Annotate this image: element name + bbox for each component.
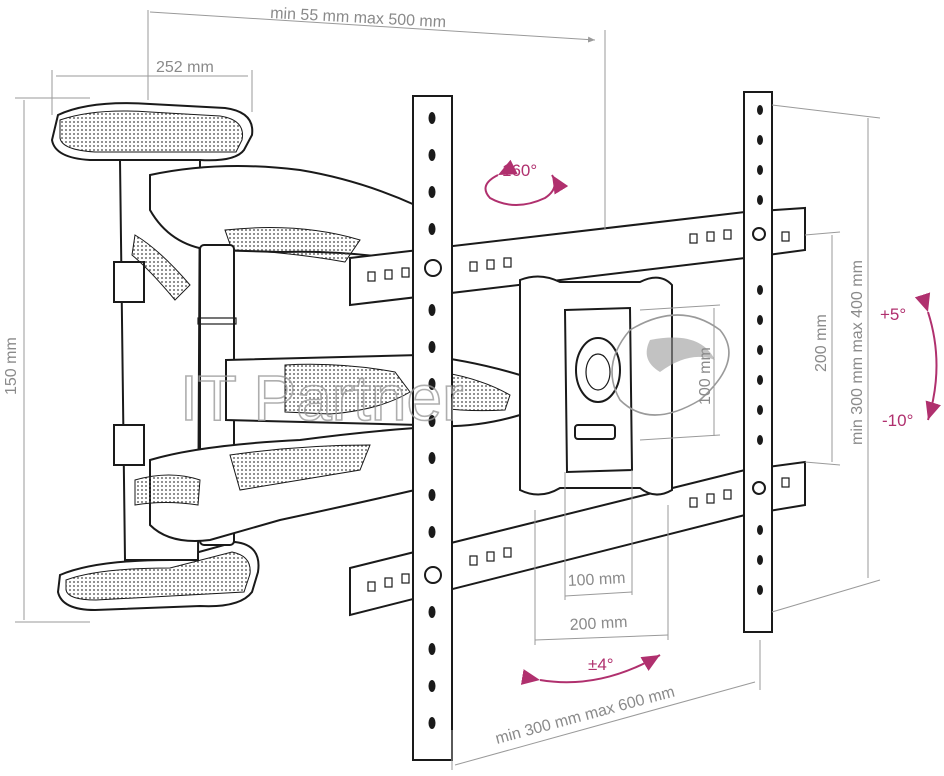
dim-vesa-medium-right: 200 mm — [813, 314, 830, 372]
angle-rotation: ±4° — [588, 655, 614, 674]
dimension-lines — [15, 10, 881, 770]
mount-arm-assembly — [50, 102, 521, 612]
tv-bracket — [349, 91, 806, 761]
dim-horizontal-range: min 300 mm max 600 mm — [494, 684, 677, 748]
watermark: IT Partner — [179, 314, 730, 435]
dim-vesa-small-bottom: 100 mm — [567, 570, 626, 590]
swivel-arrow-icon — [484, 159, 569, 206]
dim-vesa-small-right: 100 mm — [697, 347, 714, 405]
rotation-indicator: ±4° — [520, 654, 661, 685]
angle-swivel: 160° — [502, 161, 537, 180]
angle-tilt-down: -10° — [882, 411, 913, 430]
angle-tilt-up: +5° — [880, 305, 906, 324]
swivel-indicator: 160° — [484, 159, 569, 206]
dim-vesa-medium-bottom: 200 mm — [569, 614, 628, 634]
dim-arm-width: 252 mm — [156, 59, 214, 76]
tilt-indicator: +5° -10° — [880, 292, 941, 430]
watermark-text: IT Partner — [180, 362, 463, 434]
right-vertical-strap — [743, 91, 773, 633]
watermark-logo-icon — [611, 314, 730, 416]
rotation-arrow-icon — [520, 654, 661, 685]
dim-vertical-range: min 300 mm max 400 mm — [849, 260, 866, 445]
tilt-arrow-icon — [914, 292, 941, 421]
dim-arm-height: 150 mm — [3, 337, 20, 395]
dim-top-extension: min 55 mm max 500 mm — [270, 5, 447, 31]
